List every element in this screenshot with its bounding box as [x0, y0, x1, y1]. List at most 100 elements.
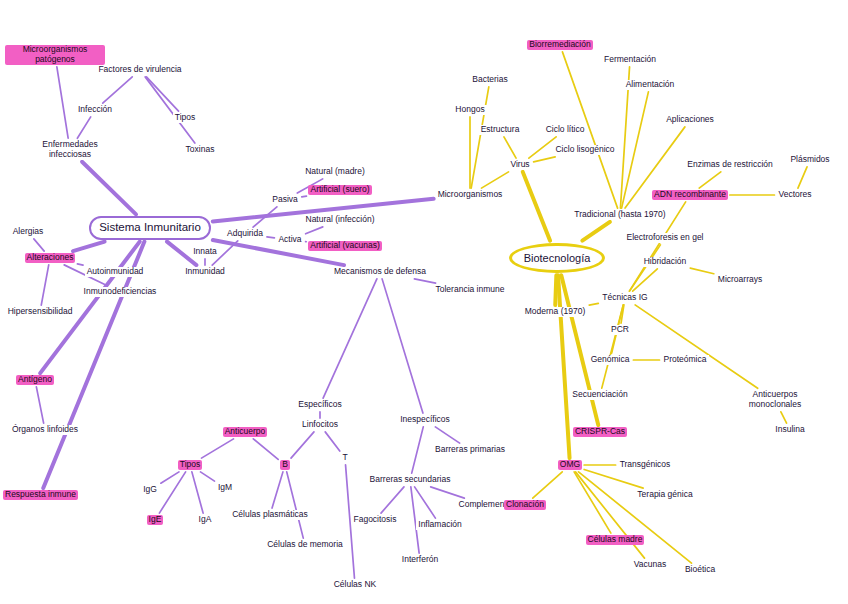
- node-label: Tipos: [175, 113, 195, 123]
- node-label: Insulina: [775, 425, 804, 435]
- node-label: Mecanismos de defensa: [334, 267, 426, 277]
- node-label: Biotecnología: [524, 252, 591, 265]
- node-label: Electroforesis en gel: [626, 233, 703, 243]
- topic-text: Enzimas de restricción: [685, 160, 775, 170]
- topic-text: Específicos: [296, 400, 343, 410]
- topic-text: Ciclo lisogénico: [553, 145, 616, 155]
- branch-line: [302, 195, 307, 198]
- node-label: Microorganismos: [438, 190, 503, 200]
- node-label: Estructura: [481, 125, 520, 135]
- topic-text: Proteómica: [662, 355, 709, 365]
- node-label: Terapia génica: [637, 490, 692, 500]
- topic-text: Vacunas: [632, 560, 668, 570]
- topic-text: Alimentación: [624, 80, 677, 90]
- highlighted-topic: ADN recombinante: [652, 190, 728, 200]
- branch-line: [73, 242, 105, 252]
- node-label: Inmunodeficiencias: [84, 287, 157, 297]
- topic-text: Secuenciación: [570, 390, 629, 400]
- branch-line: [201, 439, 233, 458]
- topic-text: Microorganismos: [436, 190, 505, 200]
- branch-line: [431, 487, 465, 498]
- node-label: Barreras primarias: [435, 445, 505, 455]
- node-label: Artificial (vacunas): [310, 241, 379, 251]
- branch-line: [145, 77, 195, 143]
- topic-text: Enfermedades infecciosas: [20, 140, 120, 160]
- branch-line: [699, 172, 721, 188]
- topic-text: Hibridación: [642, 257, 689, 267]
- branch-line: [633, 359, 659, 361]
- highlighted-topic: Anticuerpo: [223, 427, 268, 437]
- node-label: Sistema Inmunitario: [99, 221, 201, 234]
- node-label: Células plasmáticas: [232, 510, 308, 520]
- node-label: Enfermedades infecciosas: [22, 140, 118, 160]
- topic-text: Factores de virulencia: [96, 65, 183, 75]
- branch-line: [584, 464, 615, 466]
- topic-text: Linfocitos: [300, 420, 340, 430]
- branch-line: [584, 469, 643, 488]
- node-label: Específicos: [298, 400, 341, 410]
- topic-text: IgG: [141, 485, 159, 495]
- node-label: Pasiva: [272, 195, 298, 205]
- node-label: B: [282, 460, 288, 470]
- highlighted-topic: Clonación: [504, 500, 546, 510]
- branch-line: [523, 172, 550, 241]
- branch-line: [382, 279, 423, 413]
- branch-line: [57, 67, 68, 138]
- branch-line: [533, 472, 563, 498]
- branch-line: [412, 427, 424, 473]
- branch-line: [602, 305, 623, 388]
- highlighted-topic: Artificial (suero): [308, 185, 371, 195]
- branch-line: [77, 117, 90, 138]
- node-label: Inflamación: [418, 520, 461, 530]
- node-label: Natural (madre): [305, 167, 365, 177]
- topic-text: Inflamación: [416, 520, 463, 530]
- topic-text: Aplicaciones: [664, 115, 716, 125]
- topic-text: Natural (madre): [303, 167, 367, 177]
- branch-line: [622, 92, 649, 208]
- node-label: Natural (infección): [306, 215, 375, 225]
- node-label: Microorganismos patógenos: [7, 45, 103, 65]
- highlighted-topic: Microorganismos patógenos: [5, 45, 105, 65]
- node-label: Innata: [193, 247, 217, 257]
- topic-text: Técnicas IG: [600, 293, 649, 303]
- topic-text: Tolerancia inmune: [434, 285, 507, 295]
- node-label: Células de memoria: [267, 540, 343, 550]
- node-label: Virus: [510, 160, 529, 170]
- branch-line: [287, 472, 304, 538]
- node-label: Fermentación: [604, 55, 656, 65]
- topic-text: Bacterias: [470, 75, 509, 85]
- branch-line: [77, 264, 83, 265]
- branch-line: [589, 303, 598, 305]
- branch-line: [504, 137, 516, 158]
- node-label: IgM: [218, 483, 232, 493]
- branch-line: [325, 432, 340, 451]
- branch-line: [253, 439, 278, 459]
- node-label: Hongos: [455, 105, 484, 115]
- topic-text: Inmunidad: [183, 267, 227, 277]
- topic-text: Moderna (1970): [523, 307, 587, 317]
- central-topic: Sistema Inmunitario: [89, 216, 211, 239]
- topic-text: Tradicional (hasta 1970): [572, 210, 667, 220]
- branch-line: [555, 275, 556, 305]
- topic-text: Anticuerpos monoclonales: [725, 390, 825, 410]
- node-label: Técnicas IG: [602, 293, 647, 303]
- branch-line: [781, 412, 787, 423]
- branch-line: [272, 472, 283, 508]
- node-label: Ciclo lítico: [546, 125, 585, 135]
- node-label: Adquirida: [227, 229, 263, 239]
- branch-line: [159, 472, 185, 513]
- branch-line: [633, 269, 658, 291]
- topic-text: Inespecíficos: [398, 415, 452, 425]
- node-label: Anticuerpos monoclonales: [727, 390, 823, 410]
- branch-line: [36, 387, 43, 423]
- node-label: Linfocitos: [302, 420, 338, 430]
- node-label: IgA: [199, 515, 212, 525]
- topic-text: Electroforesis en gel: [624, 233, 705, 243]
- node-label: Clonación: [506, 500, 544, 510]
- node-label: Ciclo lisogénico: [555, 145, 614, 155]
- topic-text: IgA: [197, 515, 214, 525]
- node-label: Células NK: [334, 580, 377, 590]
- topic-text: Ciclo lítico: [544, 125, 587, 135]
- node-label: Bacterias: [472, 75, 507, 85]
